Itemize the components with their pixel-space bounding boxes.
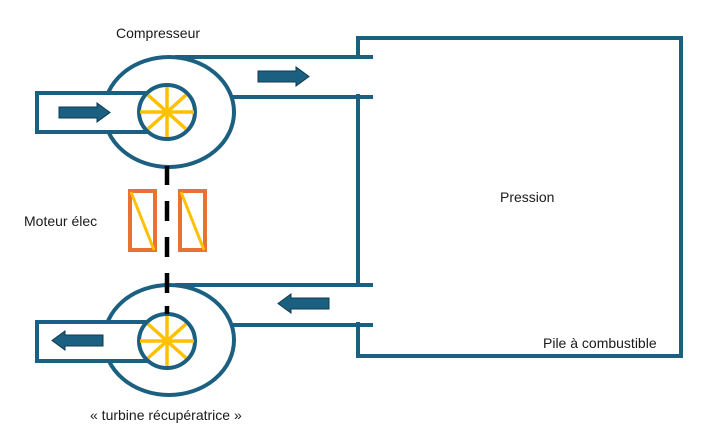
fuel-cell-stack bbox=[356, 36, 683, 358]
turbine-label: « turbine récupératrice » bbox=[90, 407, 242, 423]
pressure-label: Pression bbox=[500, 189, 554, 205]
motor-label: Moteur élec bbox=[24, 213, 97, 229]
motor-stator-right bbox=[178, 189, 207, 252]
electric-motor bbox=[128, 189, 207, 252]
motor-stator-left bbox=[128, 189, 157, 252]
compressor-label: Compresseur bbox=[116, 25, 200, 41]
arrow-left-icon bbox=[51, 330, 104, 351]
stack-outlet-gap bbox=[355, 287, 363, 322]
turbine-wheel-blades bbox=[140, 316, 194, 366]
recovery-turbine bbox=[35, 283, 373, 397]
fuel-cell-label: Pile à combustible bbox=[543, 335, 657, 351]
motor-winding-right bbox=[179, 191, 206, 251]
arrow-right-icon bbox=[58, 102, 111, 123]
motor-winding-left bbox=[129, 191, 156, 251]
stack-inlet-gap bbox=[355, 59, 363, 94]
arrow-left-icon bbox=[277, 293, 330, 314]
compressor-impeller-blades bbox=[140, 87, 194, 137]
arrow-right-icon bbox=[257, 66, 310, 87]
